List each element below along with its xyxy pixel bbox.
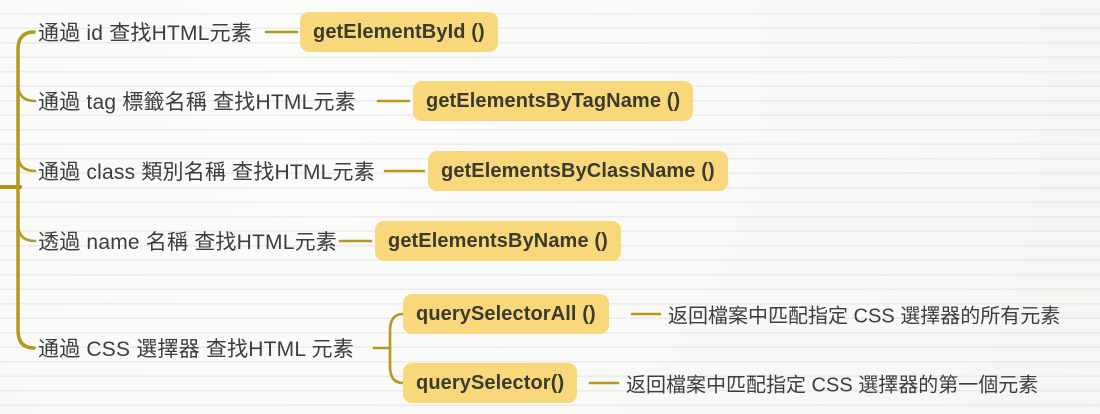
method-getelementsbyclassname[interactable]: getElementsByClassName () [428,151,728,191]
topic-find-by-name[interactable]: 透過 name 名稱 查找HTML元素 [38,231,337,254]
method-queryselectorall[interactable]: querySelectorAll () [403,294,609,334]
topic-find-by-css-selector[interactable]: 通過 CSS 選擇器 查找HTML 元素 [38,338,354,361]
topic-find-by-id[interactable]: 通過 id 查找HTML元素 [38,22,252,45]
method-getelementsbyname[interactable]: getElementsByName () [375,221,621,261]
method-getelementsbytagname[interactable]: getElementsByTagName () [413,81,694,121]
description-queryselectorall[interactable]: 返回檔案中匹配指定 CSS 選擇器的所有元素 [668,305,1061,328]
topic-find-by-class[interactable]: 通過 class 類別名稱 查找HTML元素 [38,161,375,184]
method-queryselector[interactable]: querySelector() [403,363,578,403]
description-queryselector[interactable]: 返回檔案中匹配指定 CSS 選擇器的第一個元素 [626,374,1039,397]
method-getelementbyid[interactable]: getElementById () [300,12,498,52]
topic-find-by-tag[interactable]: 通過 tag 標籤名稱 查找HTML元素 [38,91,356,114]
